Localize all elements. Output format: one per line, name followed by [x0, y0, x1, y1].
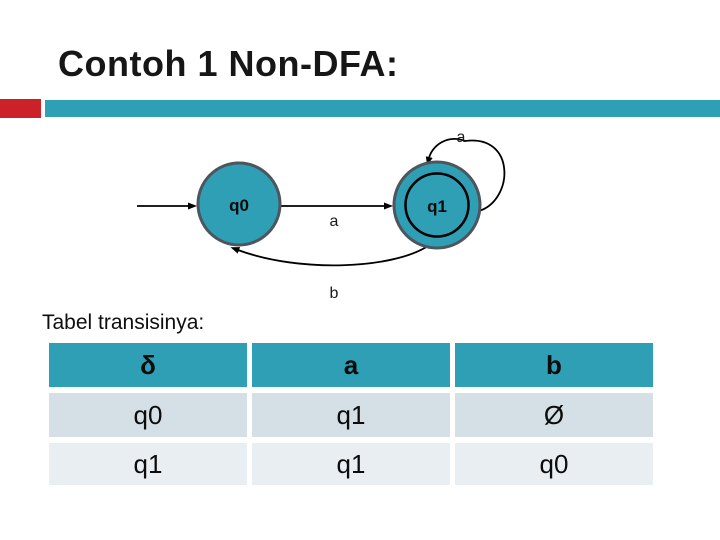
- table-cell-row0-on-a: q1: [252, 393, 450, 437]
- transition-table-caption: Tabel transisinya:: [42, 311, 205, 334]
- table-header-a: a: [252, 343, 450, 387]
- table-header-b: b: [455, 343, 653, 387]
- state-q0-circle: [196, 161, 282, 247]
- state-q1-label: q1: [427, 197, 447, 216]
- transition-q1-self-loop-label: a: [457, 129, 466, 146]
- title-accent-teal-bar: [45, 100, 720, 117]
- table-cell-row1-state: q1: [49, 443, 247, 485]
- state-q1-inner-circle: [404, 172, 470, 238]
- table-cell-row1-on-b: q0: [455, 443, 653, 485]
- title-accent-red-block: [0, 99, 41, 118]
- table-cell-row0-state: q0: [49, 393, 247, 437]
- transition-q1-self-loop-arrow: [425, 138, 506, 212]
- table-cell-row0-on-b: Ø: [455, 393, 653, 437]
- state-q0-label: q0: [229, 196, 249, 215]
- transition-q0-q1-label: a: [330, 213, 339, 230]
- page-title: Contoh 1 Non-DFA:: [58, 43, 399, 84]
- table-header-delta: δ: [49, 343, 247, 387]
- transition-q1-q0-label: b: [330, 285, 339, 302]
- transition-q1-q0-arrow: [230, 245, 429, 267]
- table-cell-row1-on-a: q1: [252, 443, 450, 485]
- transition-table: δ a b q0 q1 Ø q1 q1 q0: [49, 343, 653, 485]
